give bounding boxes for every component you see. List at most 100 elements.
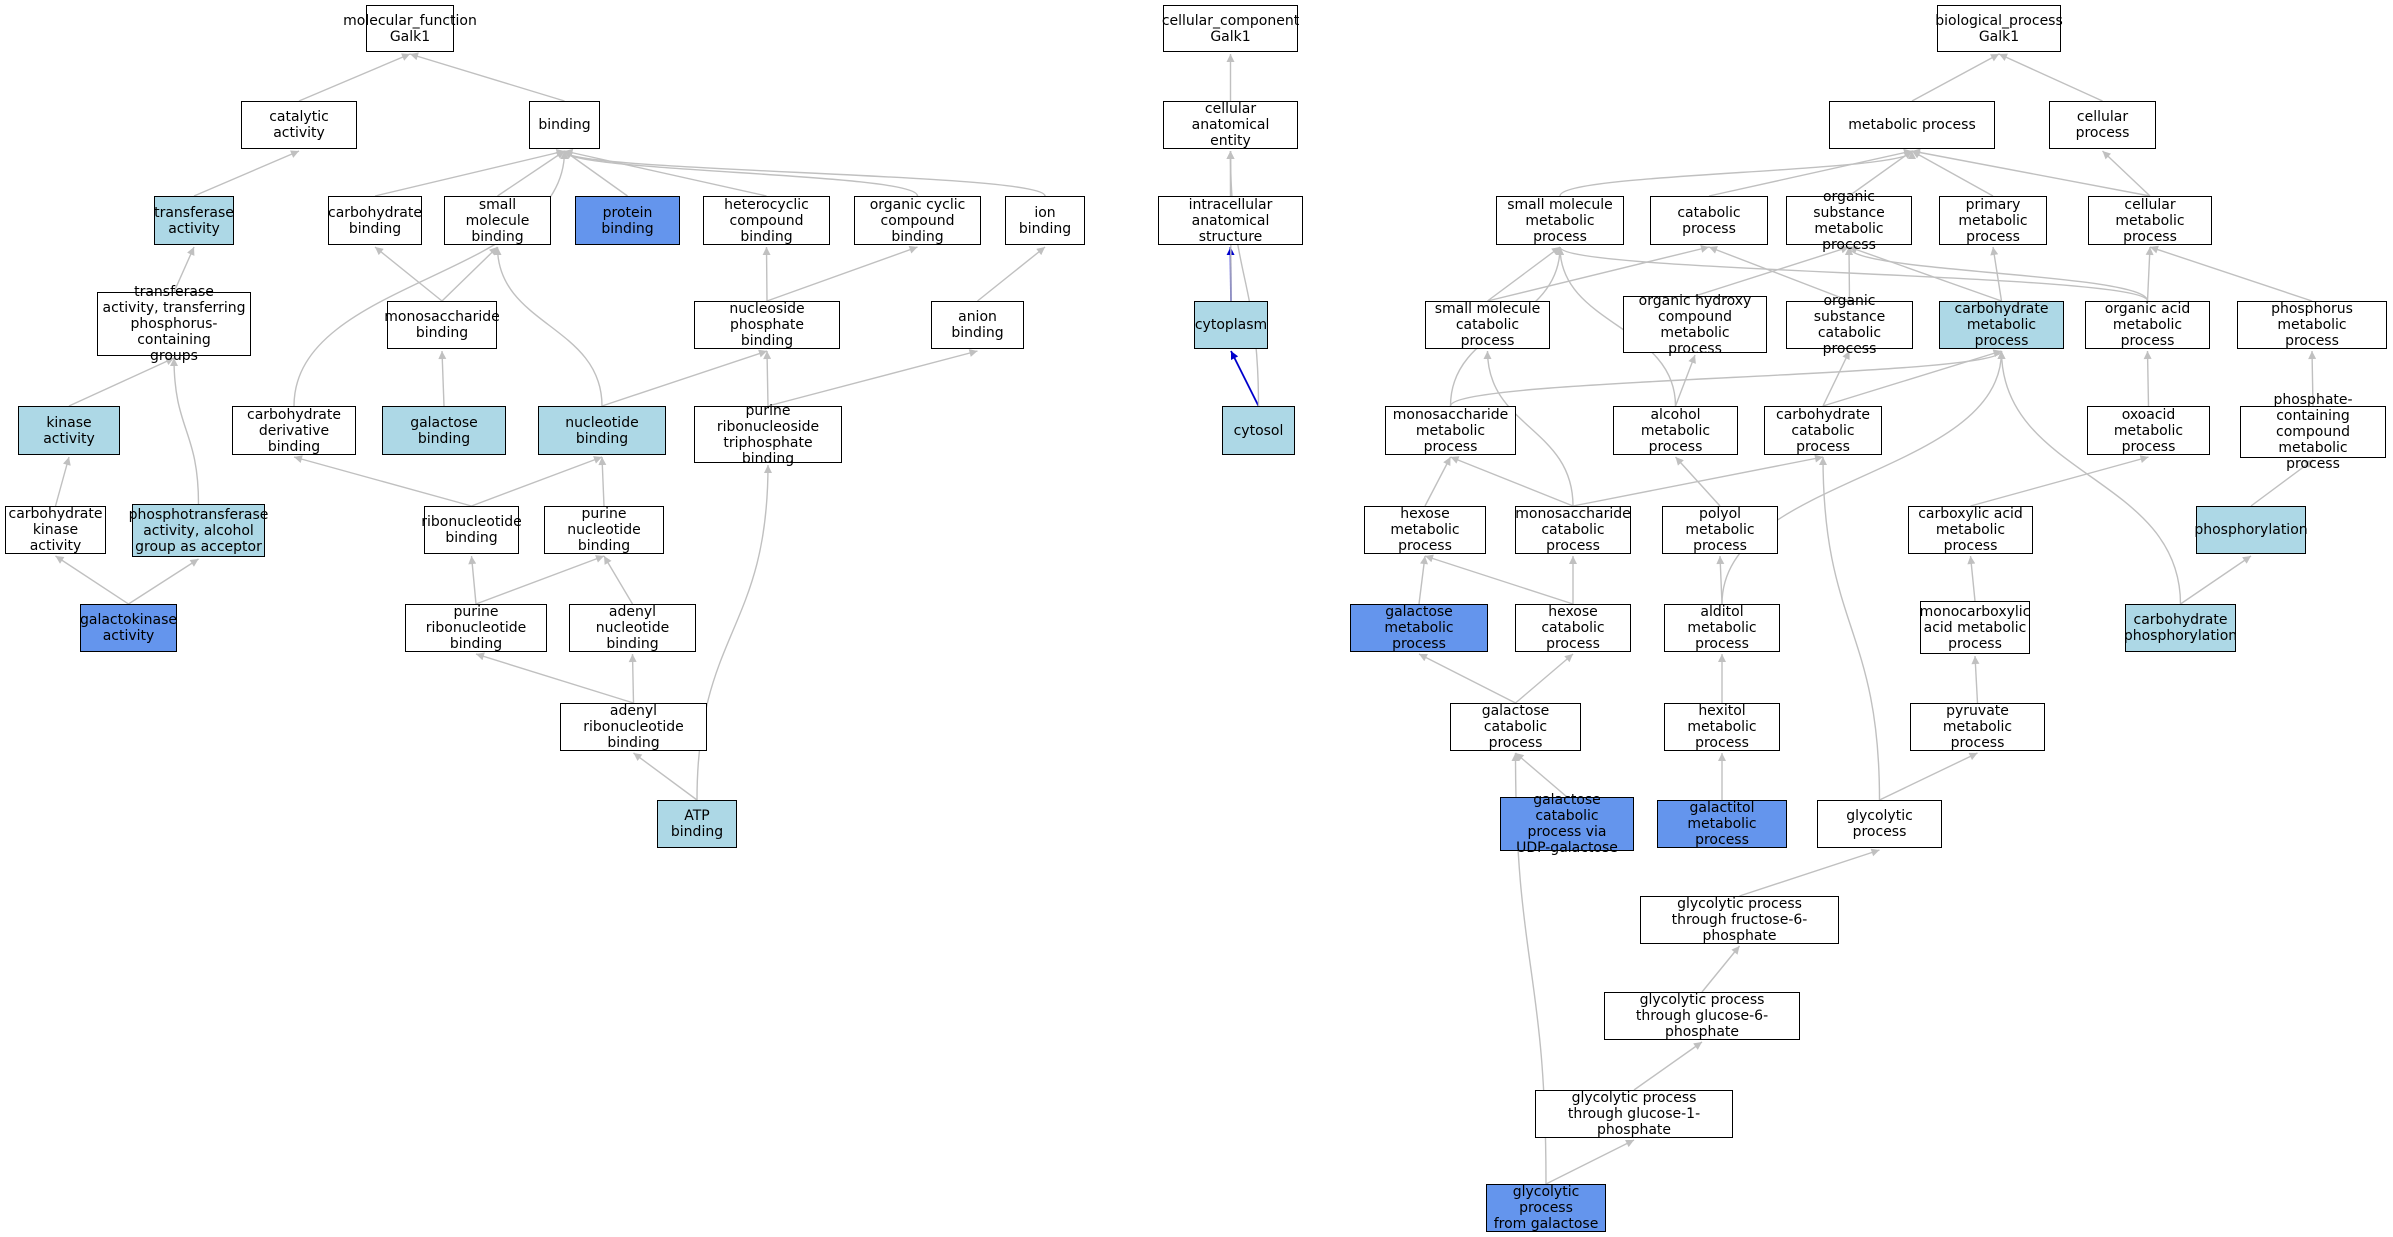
go-term-label: heterocyclic compound binding	[724, 196, 809, 245]
go-term-atp-binding[interactable]: ATP binding	[657, 800, 737, 848]
go-term-nucleoside-phos[interactable]: nucleoside phosphate binding	[694, 301, 840, 349]
go-term-carb-cat[interactable]: carbohydrate catabolic process	[1764, 406, 1882, 455]
go-term-cellular-proc[interactable]: cellular process	[2049, 101, 2156, 149]
go-term-carb-met[interactable]: carbohydrate metabolic process	[1939, 301, 2064, 349]
go-term-alcohol-met[interactable]: alcohol metabolic process	[1613, 406, 1738, 455]
go-term-alditol-met[interactable]: alditol metabolic process	[1664, 604, 1780, 652]
go-term-hexitol-met[interactable]: hexitol metabolic process	[1664, 703, 1780, 751]
go-term-label: glycolytic process through glucose-6-pho…	[1635, 992, 1769, 1040]
go-term-label: transferase activity, transferring phosp…	[102, 284, 246, 364]
go-term-cellular-met[interactable]: cellular metabolic process	[2088, 196, 2212, 245]
go-term-org-acid-met[interactable]: organic acid metabolic process	[2085, 301, 2210, 349]
go-term-purine-nucleotide[interactable]: purine nucleotide binding	[544, 506, 664, 554]
go-term-galactitol-met[interactable]: galactitol metabolic process	[1657, 800, 1787, 848]
go-term-small-mol-met[interactable]: small molecule metabolic process	[1496, 196, 1624, 245]
go-term-glyco-g6p[interactable]: glycolytic process through glucose-6-pho…	[1604, 992, 1800, 1040]
go-term-polyol-met[interactable]: polyol metabolic process	[1662, 506, 1778, 554]
go-term-purine-rnt-triphos[interactable]: purine ribonucleoside triphosphate bindi…	[694, 403, 842, 467]
go-term-carboxylic-met[interactable]: carboxylic acid metabolic process	[1908, 506, 2033, 554]
go-term-binding[interactable]: binding	[529, 101, 600, 149]
edge-galactose-binding-to-mono-binding	[438, 350, 447, 407]
edge-organic-cyclic-to-binding	[560, 150, 919, 197]
go-term-hexose-cat[interactable]: hexose catabolic process	[1515, 604, 1631, 652]
go-term-label: carbohydrate binding	[328, 204, 422, 237]
go-term-cell-anat[interactable]: cellular anatomical entity	[1163, 101, 1298, 149]
go-term-phosphate-met[interactable]: phosphate-containing compound metabolic …	[2240, 392, 2386, 472]
edge-alcohol-met-to-org-hydroxy	[1674, 354, 1696, 407]
go-term-glyco-gal[interactable]: glycolytic process from galactose	[1486, 1184, 1606, 1232]
go-term-pyruvate-met[interactable]: pyruvate metabolic process	[1910, 703, 2045, 751]
edge-small-mol-binding-to-binding	[497, 150, 565, 197]
go-term-phosphorus-met[interactable]: phosphorus metabolic process	[2237, 301, 2387, 349]
go-term-nucleotide-binding[interactable]: nucleotide binding	[538, 406, 666, 455]
go-term-mf-root[interactable]: molecular_function Galk1	[343, 5, 477, 52]
go-term-label: phosphate-containing compound metabolic …	[2273, 392, 2353, 472]
go-term-cytosol[interactable]: cytosol	[1222, 406, 1295, 455]
go-term-glyco-g1p[interactable]: glycolytic process through glucose-1-pho…	[1535, 1090, 1733, 1138]
go-term-label: carbohydrate catabolic process	[1776, 406, 1870, 455]
go-term-galactokinase[interactable]: galactokinase activity	[80, 604, 177, 652]
go-term-carb-binding[interactable]: carbohydrate binding	[328, 196, 422, 245]
go-term-label: nucleoside phosphate binding	[729, 301, 805, 349]
go-term-glyco-f6p[interactable]: glycolytic process through fructose-6-ph…	[1640, 896, 1839, 944]
go-term-label: glycolytic process	[1846, 808, 1913, 840]
go-term-adenyl-ribonucleotide[interactable]: adenyl ribonucleotide binding	[560, 703, 707, 751]
go-term-mono-met[interactable]: monosaccharide metabolic process	[1385, 406, 1516, 455]
edge-oxoacid-met-to-org-acid-met	[2143, 350, 2152, 407]
go-term-label: anion binding	[951, 309, 1004, 341]
go-term-carb-kinase[interactable]: carbohydrate kinase activity	[5, 506, 106, 554]
go-term-protein-binding[interactable]: protein binding	[575, 196, 680, 245]
go-term-label: alditol metabolic process	[1687, 604, 1757, 652]
go-term-mono-binding[interactable]: monosaccharide binding	[384, 301, 500, 349]
go-term-ion-binding[interactable]: ion binding	[1005, 196, 1085, 245]
edge-small-mol-met-to-metabolic	[1559, 150, 1916, 197]
go-term-galactose-cat[interactable]: galactose catabolic process	[1450, 703, 1581, 751]
edge-kinase-to-transferase-phos	[68, 357, 175, 407]
go-term-carb-deriv[interactable]: carbohydrate derivative binding	[232, 406, 356, 455]
edge-catabolic-to-metabolic	[1708, 148, 1913, 197]
go-term-small-mol-binding[interactable]: small molecule binding	[444, 196, 551, 245]
go-term-phosphorylation[interactable]: phosphorylation	[2194, 506, 2308, 554]
go-term-phosphotransferase[interactable]: phosphotransferase activity, alcohol gro…	[129, 504, 268, 557]
go-term-ribonucleotide[interactable]: ribonucleotide binding	[421, 506, 522, 554]
go-term-adenyl-nucleotide[interactable]: adenyl nucleotide binding	[569, 604, 696, 652]
go-term-kinase[interactable]: kinase activity	[18, 406, 120, 455]
go-term-glycolytic[interactable]: glycolytic process	[1817, 800, 1942, 848]
go-term-mono-cat[interactable]: monosaccharide catabolic process	[1515, 506, 1631, 554]
go-term-galactose-binding[interactable]: galactose binding	[382, 406, 506, 455]
edge-phosphotransferase-to-transferase-phos	[170, 357, 200, 505]
go-term-carb-phosphorylation[interactable]: carbohydrate phosphorylation	[2123, 604, 2238, 652]
go-term-small-mol-cat[interactable]: small molecule catabolic process	[1425, 301, 1550, 349]
go-term-oxoacid-met[interactable]: oxoacid metabolic process	[2087, 406, 2210, 455]
go-term-primary-met[interactable]: primary metabolic process	[1939, 196, 2047, 245]
go-term-org-sub-met[interactable]: organic substance metabolic process	[1786, 189, 1912, 253]
go-term-organic-cyclic[interactable]: organic cyclic compound binding	[854, 196, 981, 245]
go-term-metabolic[interactable]: metabolic process	[1829, 101, 1995, 149]
edge-carb-binding-to-binding	[374, 148, 565, 197]
go-term-anion-binding[interactable]: anion binding	[931, 301, 1024, 349]
go-term-label: organic acid metabolic process	[2104, 301, 2191, 349]
go-term-galactose-cat-udp[interactable]: galactose catabolic process via UDP-gala…	[1500, 792, 1634, 856]
go-term-transferase[interactable]: transferase activity	[154, 196, 234, 245]
go-term-monocarboxylic-met[interactable]: monocarboxylic acid metabolic process	[1920, 601, 2030, 654]
edge-catalytic-to-mf-root	[298, 53, 411, 102]
edge-atp-binding-to-purine-rnt-triphos	[696, 464, 772, 801]
go-term-transferase-phos[interactable]: transferase activity, transferring phosp…	[97, 284, 251, 364]
go-term-heterocyclic[interactable]: heterocyclic compound binding	[703, 196, 830, 245]
go-term-label: galactitol metabolic process	[1687, 800, 1757, 848]
go-term-org-hydroxy[interactable]: organic hydroxy compound metabolic proce…	[1623, 293, 1767, 357]
edge-monocarboxylic-met-to-carboxylic-met	[1967, 555, 1976, 602]
go-term-label: carbohydrate phosphorylation	[2123, 612, 2238, 644]
go-term-galactose-met[interactable]: galactose metabolic process	[1350, 604, 1488, 652]
go-term-cytoplasm[interactable]: cytoplasm	[1194, 301, 1268, 349]
go-term-label: galactose binding	[410, 414, 478, 447]
go-term-catabolic[interactable]: catabolic process	[1650, 196, 1768, 245]
go-term-org-sub-cat[interactable]: organic substance catabolic process	[1786, 293, 1913, 357]
go-term-cc-root[interactable]: cellular_component Galk1	[1162, 5, 1299, 52]
edge-cellular-met-to-cellular-proc	[2102, 150, 2151, 197]
go-term-purine-ribonucleotide[interactable]: purine ribonucleotide binding	[405, 604, 547, 652]
go-term-intracell[interactable]: intracellular anatomical structure	[1158, 196, 1303, 245]
go-term-hexose-met[interactable]: hexose metabolic process	[1364, 506, 1486, 554]
go-term-catalytic[interactable]: catalytic activity	[241, 101, 357, 149]
go-term-bp-root[interactable]: biological_process Galk1	[1935, 5, 2063, 52]
